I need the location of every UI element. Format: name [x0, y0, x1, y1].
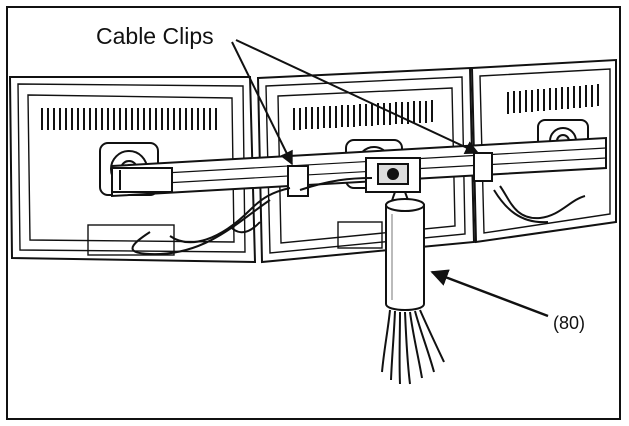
- bundled-cables: [381, 309, 445, 385]
- callout-80-arrow: [430, 269, 549, 318]
- vent-left: [41, 108, 217, 130]
- cable-clip-left: [287, 165, 309, 197]
- cable-clips-label: Cable Clips: [96, 23, 214, 49]
- cable-clip-right: [473, 152, 493, 182]
- part-number-80-label: (80): [553, 313, 585, 333]
- port-panel-center: [337, 221, 383, 249]
- port-panel-left: [87, 224, 175, 256]
- center-hub: [365, 157, 421, 193]
- vent-right: [507, 84, 599, 114]
- cable-clips-arrows: [231, 39, 480, 166]
- cable-cover: [385, 198, 425, 311]
